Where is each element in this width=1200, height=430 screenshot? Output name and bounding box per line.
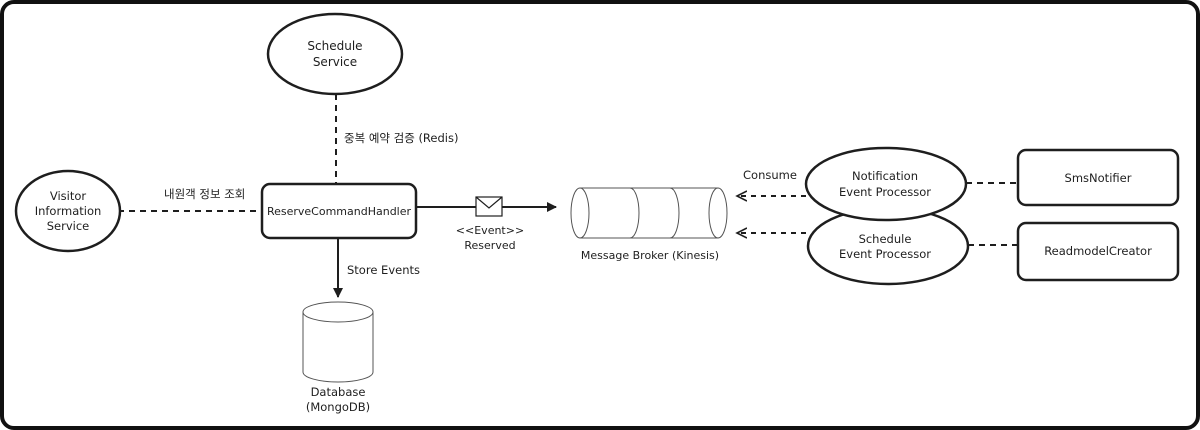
notification-processor-node: Notification Event Processor (804, 146, 968, 222)
diagram-canvas: Schedule Service Visitor Information Ser… (14, 12, 1180, 414)
visitor-service-line-2: Information (35, 204, 102, 218)
schedule-processor-node: Schedule Event Processor (806, 206, 970, 286)
database-label-line-2: (MongoDB) (306, 400, 370, 414)
readmodel-creator-label: ReadmodelCreator (1044, 244, 1152, 258)
notification-processor-line-1: Notification (852, 169, 918, 183)
event-stereotype-label: <<Event>> (456, 224, 524, 237)
store-events-label: Store Events (347, 263, 420, 277)
visitor-service-line-3: Service (47, 219, 90, 233)
readmodel-creator-node: ReadmodelCreator (1016, 221, 1180, 282)
schedule-service-line-2: Service (313, 55, 357, 69)
command-handler-node: ReserveCommandHandler (260, 182, 418, 240)
database-label-line-1: Database (311, 385, 366, 399)
message-broker-label: Message Broker (Kinesis) (581, 249, 719, 262)
notification-processor-line-2: Event Processor (839, 185, 931, 199)
database-node (302, 301, 374, 383)
visitor-service-node: Visitor Information Service (14, 169, 122, 253)
consume-label: Consume (743, 168, 797, 182)
sms-notifier-node: SmsNotifier (1016, 148, 1180, 207)
event-name-label: Reserved (464, 239, 515, 252)
schedule-service-line-1: Schedule (307, 39, 362, 53)
schedule-processor-line-2: Event Processor (839, 247, 931, 261)
message-broker-node (570, 187, 728, 239)
envelope-icon (475, 196, 503, 217)
visitor-service-line-1: Visitor (50, 189, 87, 203)
command-handler-label: ReserveCommandHandler (267, 205, 412, 218)
duplicate-check-label: 중복 예약 검증 (Redis) (344, 131, 458, 145)
schedule-processor-line-1: Schedule (859, 232, 912, 246)
visitor-lookup-label: 내원객 정보 조회 (164, 187, 245, 201)
schedule-service-node: Schedule Service (266, 12, 404, 96)
sms-notifier-label: SmsNotifier (1065, 171, 1132, 185)
